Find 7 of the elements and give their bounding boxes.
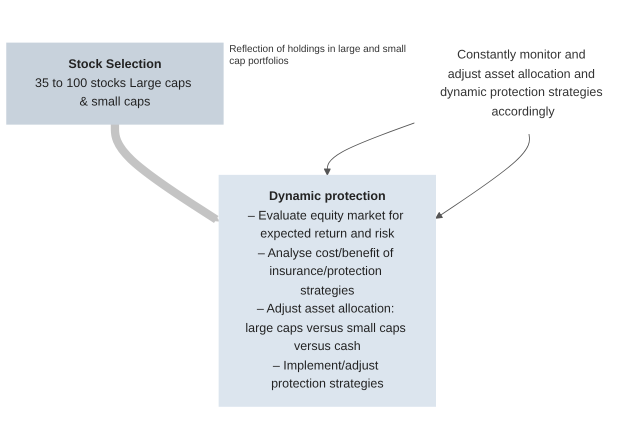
node-text: Constantly monitor and adjust asset allocation and dynamic protection strategies accordingly	[440, 48, 603, 119]
node-box: Stock Selection 35 to 100 stocks Large caps & small caps	[6, 43, 224, 126]
arrow	[435, 134, 530, 220]
arrow	[110, 124, 220, 224]
arrow	[324, 122, 416, 176]
node-box: Dynamic protection – Evaluate equity market for expected return and risk – Analyse cost/benefit of insurance/protection strategies – Adjust asset allocation: large caps versus small caps versus cash – Implement/adjust protection strategies	[218, 175, 436, 408]
side-note: Reflection of holdings in large and small cap portfolios	[229, 44, 407, 68]
